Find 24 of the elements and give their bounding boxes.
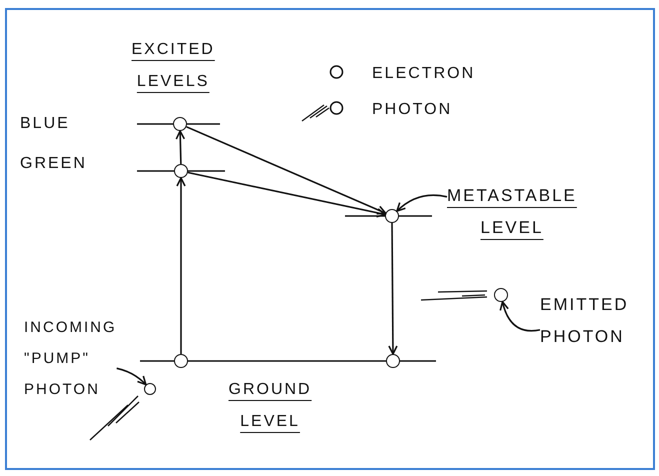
level-label: BLUE (20, 114, 70, 134)
electron-circle (173, 117, 187, 131)
arrow (176, 130, 186, 164)
leader-arrow (500, 301, 540, 332)
callout-text: METASTABLE LEVEL (447, 180, 577, 244)
photon-circle (494, 288, 508, 302)
legend-text: ELECTRON (372, 65, 476, 83)
electron-circle (174, 164, 188, 178)
leader-arrow (396, 194, 448, 212)
heading-text: EXCITED LEVELS (132, 40, 215, 92)
callout-text: INCOMING "PUMP" PHOTON (24, 312, 117, 405)
arrow (388, 223, 398, 355)
arrow (188, 172, 386, 218)
legend-text: PHOTON (372, 101, 452, 119)
arrow (186, 126, 386, 214)
electron-circle (385, 209, 399, 223)
arrow (176, 177, 186, 354)
callout-text: EMITTED PHOTON (540, 289, 629, 353)
photon-circle (144, 383, 156, 395)
level-label: GREEN (20, 154, 87, 174)
electron-circle (386, 354, 400, 368)
heading-text: GROUND LEVEL (228, 380, 312, 432)
leader-arrow (116, 368, 147, 386)
electron-circle (174, 354, 188, 368)
